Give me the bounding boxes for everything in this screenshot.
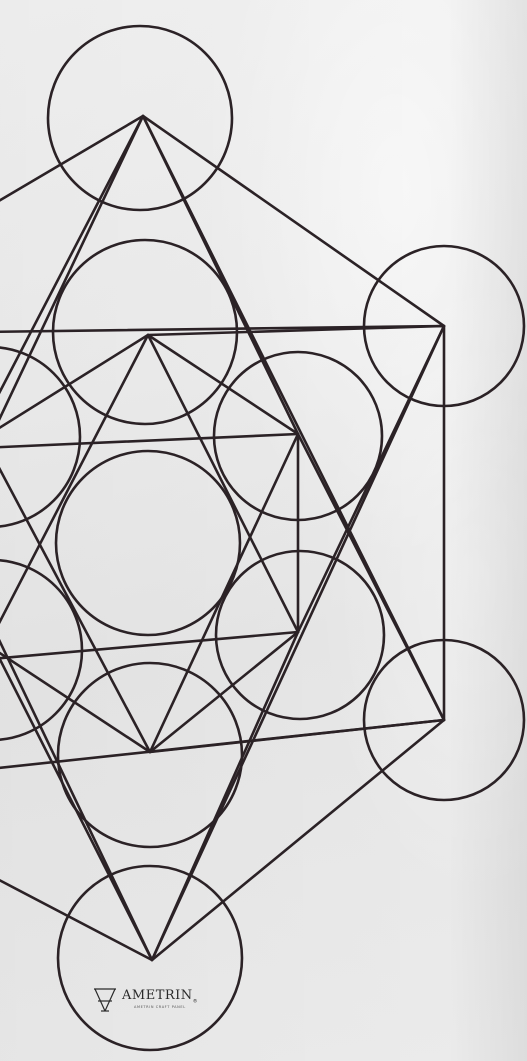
- large-triangle-up-left: [0, 620, 152, 960]
- circle-left-lower-inner: [0, 560, 82, 740]
- inner-triangle-up-right: [150, 434, 298, 752]
- circle-right-lower-inner: [216, 551, 384, 719]
- outer-hexagon: [0, 116, 444, 960]
- spoke-right-lower: [150, 720, 444, 752]
- brand-tagline: AMETRIN CRAFT PANEL: [134, 1005, 186, 1009]
- inner-triangle-up-base: [0, 434, 298, 448]
- brand-logo: AMETRIN® AMETRIN CRAFT PANEL: [92, 984, 222, 1020]
- spoke-bottom-left: [0, 600, 152, 960]
- circle-center: [56, 451, 240, 635]
- brand-name: AMETRIN®: [122, 988, 198, 1005]
- large-triangle-up-right: [152, 326, 444, 960]
- spoke-bottom-right: [152, 632, 298, 960]
- spoke-top-left: [0, 116, 143, 460]
- ametrin-logo-icon: [92, 986, 118, 1014]
